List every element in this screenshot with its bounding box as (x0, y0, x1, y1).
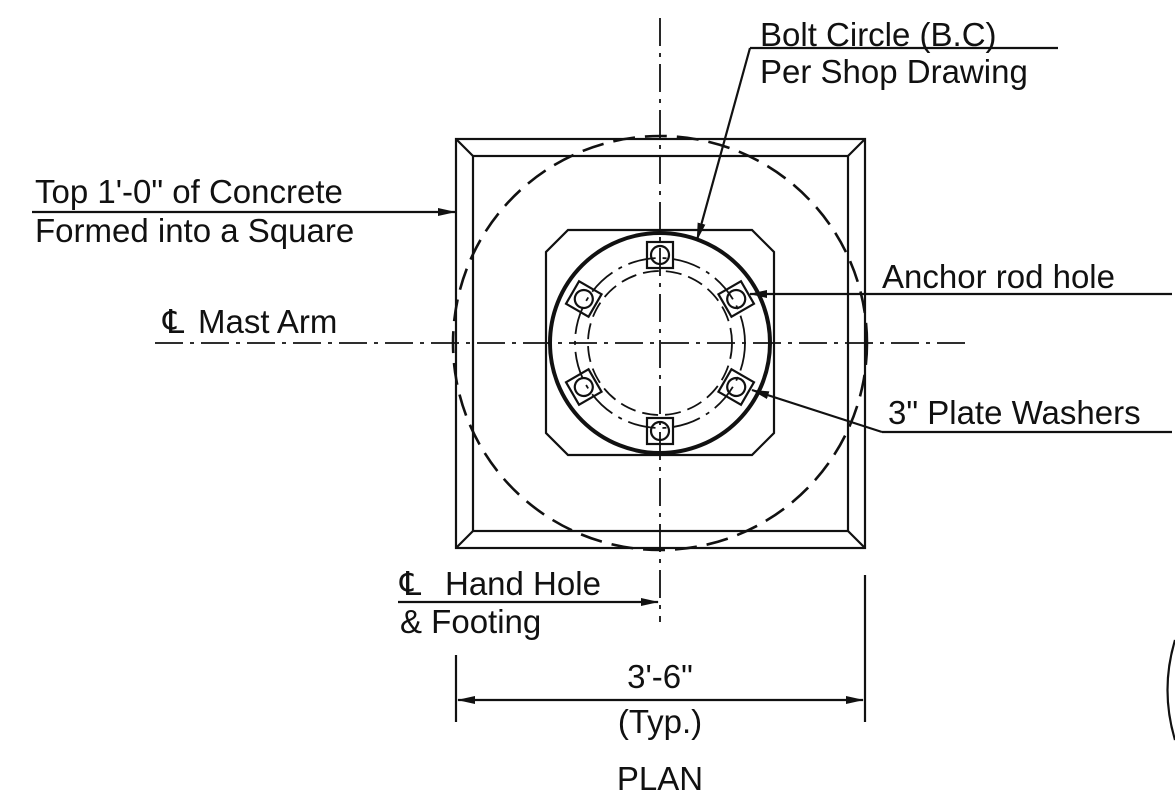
mast-arm-symbol: ℄ (162, 303, 185, 340)
adjacent-detail-arc (1166, 639, 1175, 741)
plate-washers-callout: 3" Plate Washers (751, 388, 1172, 434)
anchor-rod (716, 279, 756, 319)
mast-arm-label: Mast Arm (198, 303, 337, 340)
view-title: PLAN (617, 760, 703, 797)
anchor-rod (716, 367, 756, 407)
bolt-circle-label-line2: Per Shop Drawing (760, 53, 1028, 90)
bolt-circle-callout: Bolt Circle (B.C) Per Shop Drawing (695, 16, 1058, 241)
mast-arm-callout: ℄ Mast Arm (162, 303, 337, 340)
anchor-rod-hole-callout: Anchor rod hole (749, 258, 1172, 298)
hand-hole-callout: ℄ Hand Hole & Footing (398, 565, 659, 640)
dimension-value: 3'-6" (627, 658, 693, 695)
anchor-rod (564, 367, 604, 407)
hand-hole-label-line2: & Footing (400, 603, 541, 640)
top-concrete-label-line2: Formed into a Square (35, 212, 354, 249)
top-concrete-label-line1: Top 1'-0" of Concrete (35, 173, 343, 210)
width-dimension: 3'-6" (Typ.) (454, 575, 867, 740)
top-concrete-callout: Top 1'-0" of Concrete Formed into a Squa… (32, 173, 456, 249)
dimension-note: (Typ.) (618, 703, 702, 740)
base-plate (544, 228, 776, 457)
bolt-circle-label-line1: Bolt Circle (B.C) (760, 16, 997, 53)
anchor-rod (564, 279, 604, 319)
hand-hole-symbol: ℄ (399, 565, 422, 602)
anchor-rod-hole-label: Anchor rod hole (882, 258, 1115, 295)
hand-hole-label-line1: Hand Hole (445, 565, 601, 602)
plate-washers-label: 3" Plate Washers (888, 394, 1141, 431)
